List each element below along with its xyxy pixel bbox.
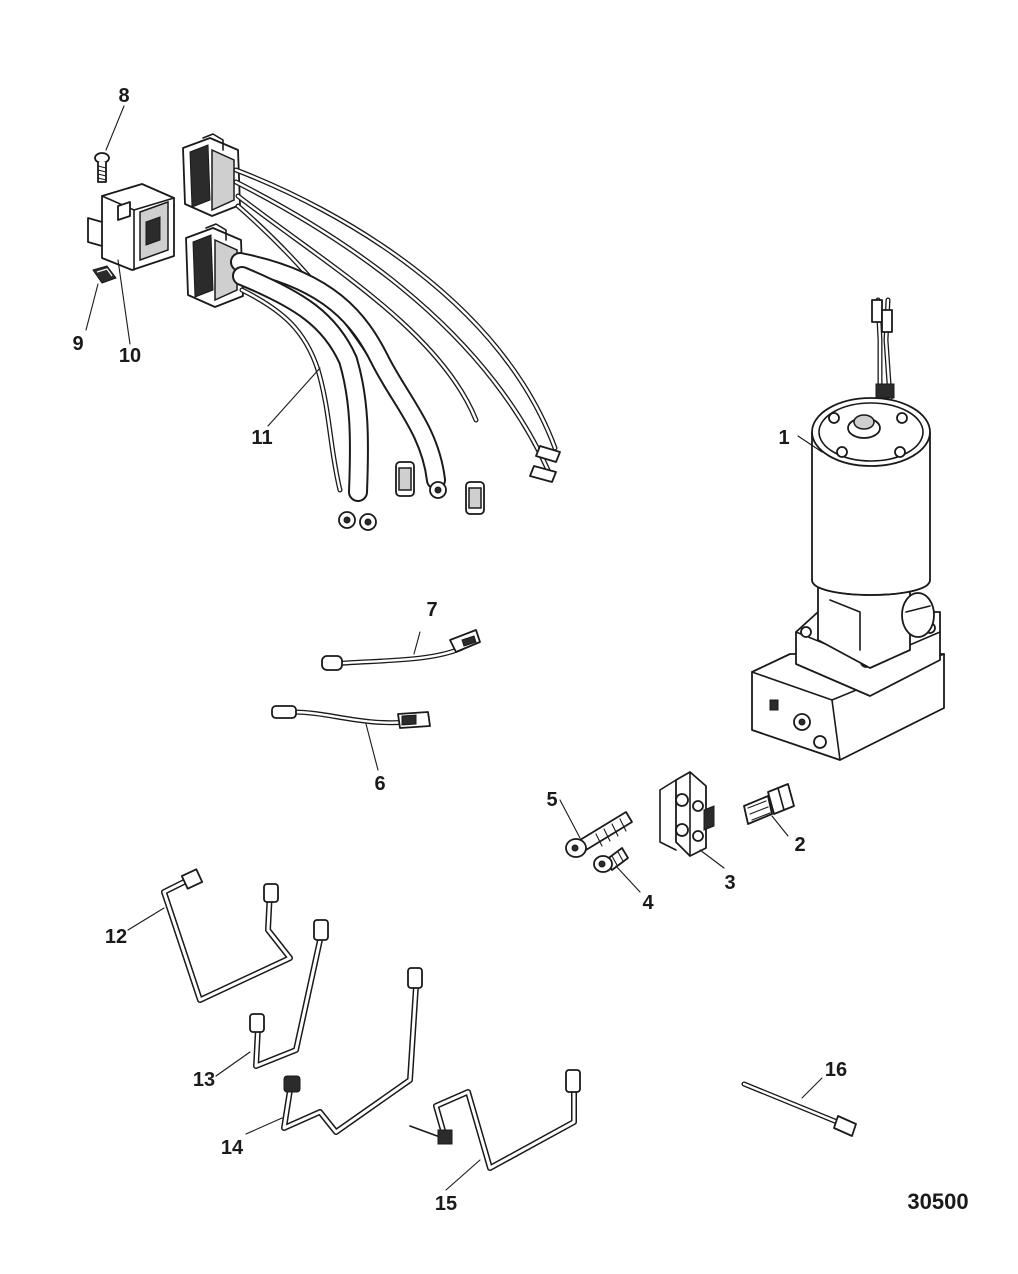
part-15-hydraulic-line [409,1069,581,1171]
callout-7: 7 [426,599,437,621]
callout-16: 16 [825,1059,847,1081]
part-5-long-screw [565,811,633,858]
callout-5: 5 [546,789,557,811]
part-9-clip [92,265,117,284]
callout-14: 14 [221,1137,244,1159]
part-8-screw [94,152,110,183]
part-16-cable-tie [741,1081,857,1137]
callout-11: 11 [251,427,272,449]
part-14-hydraulic-line [281,967,423,1135]
part-13-hydraulic-line [249,919,329,1069]
part-12-hydraulic-line [161,868,293,1003]
part-10-relay [87,183,175,271]
part-1-pump-motor [751,297,945,761]
callout-15: 15 [435,1193,457,1215]
part-7-lead-wire [321,629,481,671]
callout-13: 13 [193,1069,215,1091]
part-3-plate [659,771,715,857]
part-2-bolt [743,783,795,825]
callout-6: 6 [374,773,385,795]
callout-10: 10 [119,345,141,367]
part-4-short-screw [593,847,629,873]
callout-2: 2 [794,834,805,856]
leader-lines [85,105,823,1191]
figure-reference-number: 30500 [907,1189,968,1214]
callout-3: 3 [724,872,735,894]
part-11-harness [182,133,561,531]
callout-9: 9 [72,333,83,355]
callout-12: 12 [105,926,127,948]
callout-labels: 8 9 10 11 1 7 6 5 2 3 4 12 13 14 15 16 3… [72,85,968,1215]
callout-4: 4 [642,892,654,914]
callout-8: 8 [118,85,129,107]
part-6-lead-wire [271,705,431,729]
callout-1: 1 [778,427,789,449]
